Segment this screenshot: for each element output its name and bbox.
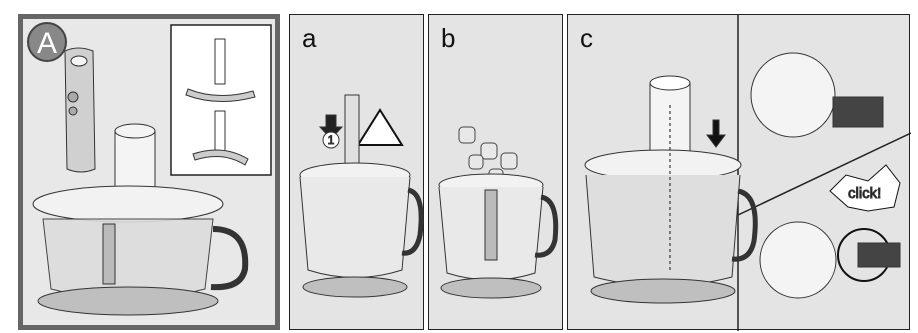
step-number-1: 1 [328, 133, 335, 147]
step-b-illustration [429, 15, 564, 331]
food-processor-illustration [23, 19, 275, 325]
lid-and-bowl [585, 76, 755, 303]
step-c-illustration: click! [568, 15, 911, 331]
bowl [33, 186, 245, 315]
lock-detail-top [751, 53, 883, 137]
bowl [439, 174, 556, 298]
bowl [300, 163, 421, 297]
panel-overview: A [18, 14, 280, 330]
panel-step-a: a 1 2 [289, 14, 424, 330]
panel-step-b: b [428, 14, 563, 330]
click-label: click! [848, 185, 881, 202]
main-badge: A [27, 22, 67, 62]
lock-detail-bottom: click! [760, 165, 900, 298]
hand-blender [65, 48, 95, 172]
step-a-illustration: 1 2 [290, 15, 425, 331]
panel-step-c: c click! [567, 14, 910, 330]
warning-icon [358, 110, 402, 145]
